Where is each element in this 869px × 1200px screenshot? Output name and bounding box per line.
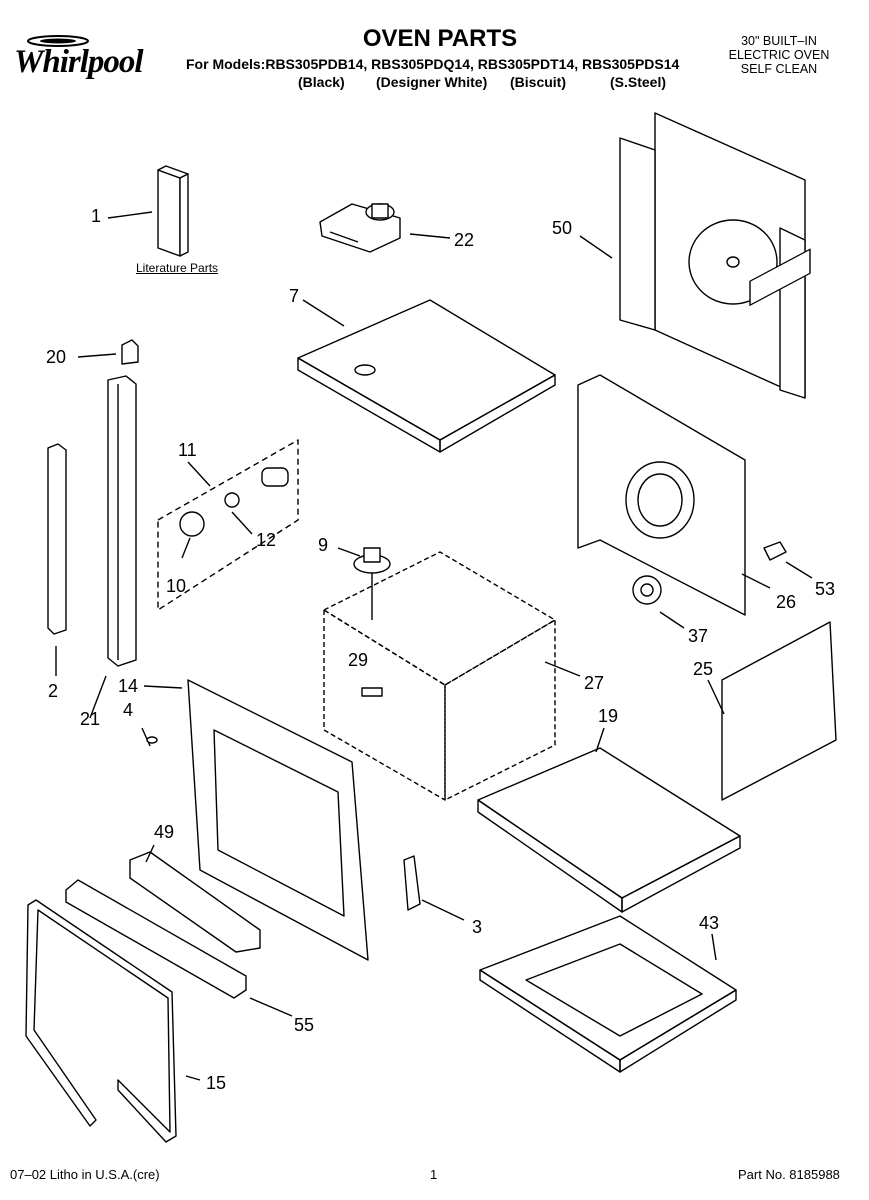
callout-3: 3 [472,917,483,937]
part-22 [319,203,451,253]
part-7 [297,299,556,453]
footer-part-number: Part No. 8185988 [738,1167,840,1182]
callout-50: 50 [552,218,573,238]
callout-14: 14 [118,676,139,696]
models-line: For Models:RBS305PDB14, RBS305PDQ14, RBS… [186,56,680,72]
part-knob-group [157,439,299,611]
part-27 [323,551,581,801]
part-15 [25,899,201,1143]
callout-20: 20 [46,347,67,367]
part-29 [361,687,383,697]
callout-29: 29 [348,650,369,670]
part-50 [579,112,806,399]
part-3 [403,855,465,921]
part-19 [477,727,741,913]
callout-4: 4 [123,700,134,720]
callout-53: 53 [815,579,836,599]
color-designer-white: (Designer White) [376,74,488,90]
callout-37: 37 [688,626,709,646]
callout-2: 2 [48,681,59,701]
callout-10: 10 [166,576,187,596]
callout-43: 43 [699,913,720,933]
callout-7: 7 [289,286,300,306]
callout-49: 49 [154,822,175,842]
callout-27: 27 [584,673,605,693]
part-20 [77,339,139,365]
part-25 [707,248,837,801]
callout-15: 15 [206,1073,227,1093]
part-21 [89,375,137,719]
color-steel: (S.Steel) [610,74,667,90]
footer-litho: 07–02 Litho in U.S.A.(cre) [10,1167,160,1182]
footer-page-number: 1 [430,1167,438,1182]
literature-parts-label: Literature Parts [136,261,219,275]
callout-22: 22 [454,230,475,250]
part-53 [763,541,813,579]
oven-type: 30" BUILT–IN ELECTRIC OVEN SELF CLEAN [728,34,830,76]
part-14 [141,679,369,961]
whirlpool-logo [8,32,168,80]
part-43 [479,915,737,1073]
part-9 [337,547,391,620]
part-26 [577,374,771,616]
part-49 [129,844,261,953]
brand-name: Whirlpool [14,44,144,80]
page-title: OVEN PARTS [362,25,518,52]
callout-1: 1 [91,206,102,226]
callout-55: 55 [294,1015,315,1035]
callout-9: 9 [318,535,329,555]
part-2 [47,443,67,676]
callout-19: 19 [598,706,619,726]
callout-26: 26 [776,592,797,612]
color-biscuit: (Biscuit) [510,74,566,90]
part-37 [632,575,685,629]
callout-12: 12 [256,530,277,550]
callout-11: 11 [178,440,197,460]
part-literature-book [107,165,189,257]
part-55 [65,879,293,1017]
callout-21: 21 [80,709,101,729]
color-black: (Black) [298,74,345,90]
callout-25: 25 [693,659,714,679]
